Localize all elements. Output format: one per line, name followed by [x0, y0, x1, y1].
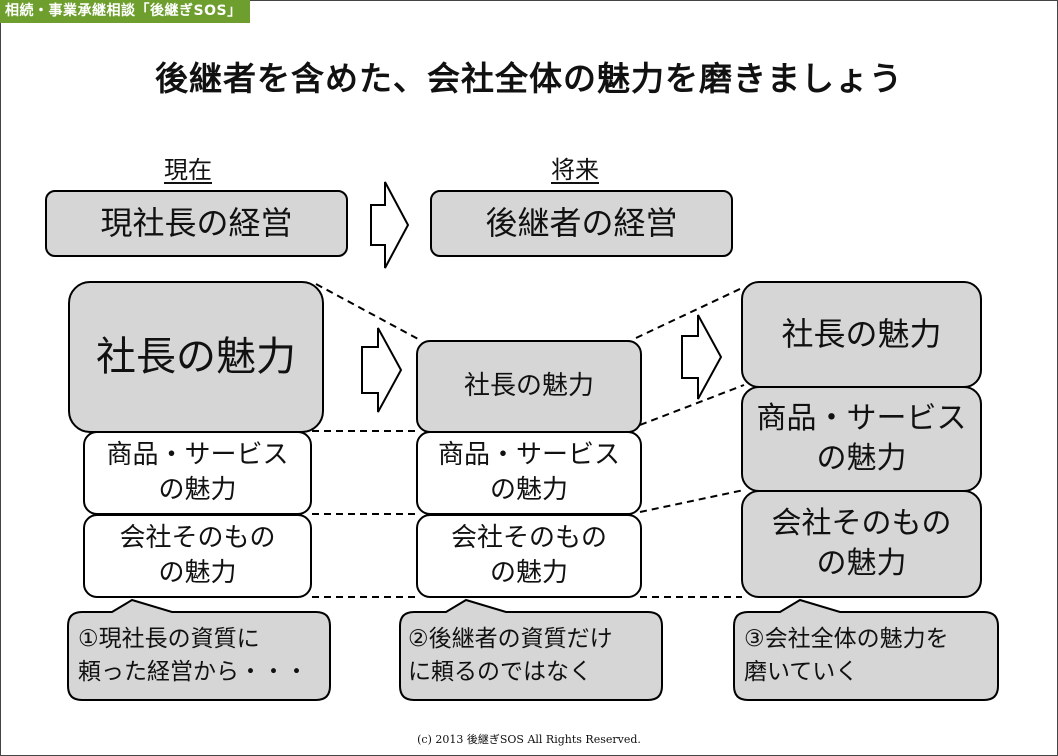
header-tag: 相続・事業承継相談「後継ぎSOS」: [0, 0, 250, 23]
management-future-box: 後継者の経営: [430, 190, 733, 257]
connector-line: [635, 287, 743, 339]
connector-line: [315, 283, 421, 341]
col2-product-box: 商品・サービス の魅力: [416, 431, 642, 515]
col2-product-line1: 商品・サービス: [437, 439, 620, 470]
col1-product-line1: 商品・サービス: [106, 439, 289, 470]
col2-product-line2: の魅力: [489, 475, 568, 505]
col3-product-line1: 商品・サービス: [756, 400, 967, 436]
right-arrow-icon: [681, 314, 723, 400]
col2-company-line1: 会社そのもの: [450, 522, 607, 553]
connector-line: [639, 489, 745, 513]
heading-future: 将来: [551, 156, 599, 184]
slide-title: 後継者を含めた、会社全体の魅力を磨きましょう: [155, 59, 903, 98]
callout-2: [399, 598, 663, 701]
col3-product-box: 商品・サービス の魅力: [741, 386, 982, 492]
callout-3-text: ③会社全体の魅力を 磨いていく: [744, 623, 949, 690]
col1-company-box: 会社そのもの の魅力: [83, 514, 312, 598]
connector-line: [639, 384, 745, 426]
callout-2-text: ②後継者の資質だけ に頼るのではなく: [408, 623, 613, 690]
callout-3-line2: 磨いていく: [744, 659, 859, 686]
management-future-label: 後継者の経営: [485, 203, 678, 242]
col2-company-box: 会社そのもの の魅力: [416, 514, 642, 598]
callout-1-line1: ①現社長の資質に: [78, 626, 260, 652]
management-current-box: 現社長の経営: [45, 190, 348, 257]
callout-2-line2: に頼るのではなく: [408, 659, 592, 686]
col1-company-line1: 会社そのもの: [119, 522, 276, 553]
management-current-label: 現社長の経営: [100, 203, 293, 242]
col3-company-line2: の魅力: [816, 546, 907, 581]
col1-product-box: 商品・サービス の魅力: [83, 431, 312, 515]
col3-product-line2: の魅力: [816, 441, 907, 476]
callout-1: [67, 598, 331, 701]
col1-president-box: 社長の魅力: [68, 281, 324, 433]
callout-3: [733, 598, 999, 701]
col1-product-line2: の魅力: [158, 475, 237, 505]
copyright-notice: (c) 2013 後継ぎSOS All Rights Reserved.: [417, 733, 641, 746]
callout-1-text: ①現社長の資質に 頼った経営から・・・: [78, 623, 308, 690]
col1-president-label: 社長の魅力: [96, 334, 296, 380]
col2-company-line2: の魅力: [489, 558, 568, 588]
heading-current: 現在: [164, 156, 212, 184]
callout-1-line2: 頼った経営から・・・: [78, 659, 308, 686]
right-arrow-icon: [361, 327, 403, 413]
callout-3-line1: ③会社全体の魅力を: [744, 626, 949, 652]
col3-president-box: 社長の魅力: [741, 281, 982, 388]
col3-president-label: 社長の魅力: [781, 314, 942, 353]
right-arrow-icon: [370, 181, 410, 269]
col3-company-box: 会社そのもの の魅力: [741, 490, 982, 598]
col2-president-label: 社長の魅力: [463, 370, 594, 401]
callout-2-line1: ②後継者の資質だけ: [408, 626, 613, 652]
col2-president-box: 社長の魅力: [416, 340, 642, 433]
col1-company-line2: の魅力: [158, 558, 237, 588]
col3-company-line1: 会社そのもの: [771, 505, 952, 541]
